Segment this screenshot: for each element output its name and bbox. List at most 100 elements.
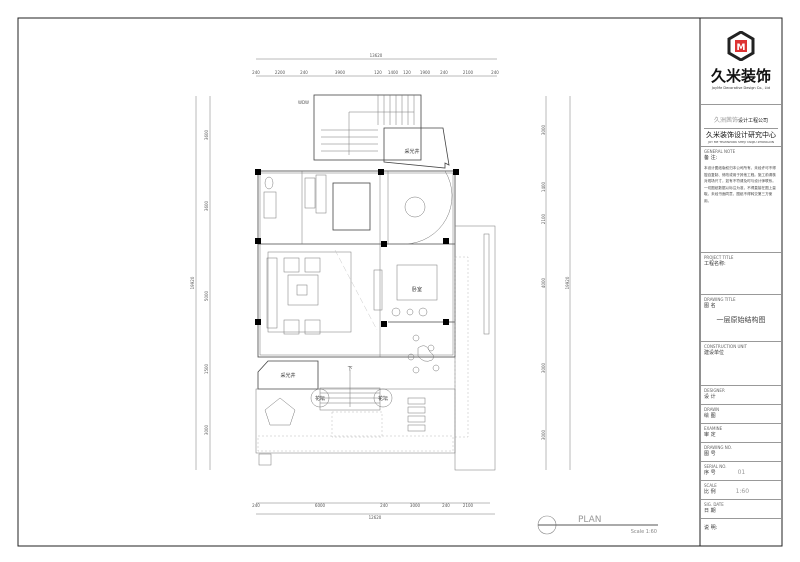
flower-bed-right xyxy=(373,388,393,408)
construction-unit-caption: CONSTRUCTION UNIT xyxy=(704,344,747,349)
general-note-label: 备 注: xyxy=(704,155,718,161)
dim-right: 3000 xyxy=(541,362,546,373)
dim-right-total: 19920 xyxy=(565,276,570,289)
svg-text:M: M xyxy=(737,43,746,53)
dim-left: 3600 xyxy=(204,200,209,211)
dim-bottom: 2100 xyxy=(463,503,474,508)
project-title: PROJECT TITLE 工程名称: xyxy=(701,253,781,295)
examine: EXAMINE 审 定 xyxy=(701,424,781,443)
room-label-bedroom: 卧室 xyxy=(412,286,422,293)
dim-bottom: 240 xyxy=(252,503,260,508)
dim-bottom: 240 xyxy=(442,503,450,508)
room-label-flower-bed: 花坛 xyxy=(315,395,325,402)
title-block: M 久米装饰 JoyMe Decorative Design Co., Ltd … xyxy=(701,19,781,545)
contact-line: JOY ME TEAMWORK SHEJI YANJIU ZHONGXIN xyxy=(707,140,775,144)
dim-bottom: 6000 xyxy=(315,503,326,508)
project-title-value: 工程名称: xyxy=(704,261,726,267)
dim-bottom-total: 12620 xyxy=(369,515,382,520)
general-note-caption: GENERAL NOTE xyxy=(704,149,736,154)
scale: SCALE 比 例 1:60 xyxy=(701,481,781,500)
dim-bottom: 240 xyxy=(380,503,388,508)
room-label-flower-bed: 花坛 xyxy=(378,395,388,402)
construction-unit-value: 建设单位 xyxy=(704,350,725,356)
dim-top: 2100 xyxy=(463,70,474,75)
scale-caption: SCALE xyxy=(704,483,717,488)
bed xyxy=(396,264,438,301)
dim-top: 240 xyxy=(491,70,499,75)
general-note: GENERAL NOTE 备 注: 本设计图纸版权归本公司所有，未经许可不得擅自… xyxy=(701,147,781,253)
toilet xyxy=(264,176,274,190)
company-names: 久洲茜饰设计工程公司 久米装饰设计研究中心 JOY ME TEAMWORK SH… xyxy=(701,104,781,147)
drawing-no: DRAWING NO. 图 号 xyxy=(701,443,781,462)
construction-unit: CONSTRUCTION UNIT 建设单位 xyxy=(701,342,781,386)
logo-subtitle: JoyMe Decorative Design Co., Ltd xyxy=(711,86,771,90)
light-well-bottom xyxy=(257,360,319,390)
dim-top: 2200 xyxy=(275,70,286,75)
dim-top: 1400 xyxy=(388,70,399,75)
tea-table xyxy=(417,345,434,362)
left-dimension: 19920 3600 3600 5000 1500 3000 xyxy=(190,96,211,470)
drawing-title: DRAWING TITLE 图 名 一层原始结构图 xyxy=(701,295,781,342)
dim-left: 3600 xyxy=(204,129,209,140)
remarks-label: 说 明: xyxy=(704,525,718,531)
dim-left: 1500 xyxy=(204,363,209,374)
project-title-caption: PROJECT TITLE xyxy=(704,255,734,260)
drawing-no-caption: DRAWING NO. xyxy=(704,445,732,450)
drawing-title-value: 一层原始结构图 xyxy=(716,316,766,324)
remarks: 说 明: xyxy=(701,519,781,533)
designer-value: 设 计 xyxy=(704,394,716,400)
examine-value: 审 定 xyxy=(704,432,716,438)
drawing-no-value: 图 号 xyxy=(704,451,716,457)
bottom-dimension: 240 6000 240 3000 240 2100 12620 xyxy=(252,502,495,520)
dim-right: 2100 xyxy=(541,213,546,224)
dim-right: 1400 xyxy=(541,181,546,192)
building-plan: WDW 采光井 卧室 xyxy=(255,94,496,471)
serial-value: 01 xyxy=(737,469,746,476)
stair-note: WDW xyxy=(298,100,309,105)
designer: DESIGNER 设 计 xyxy=(701,386,781,405)
company-brand: 久洲茜饰 xyxy=(713,117,738,124)
scale-label-cn: 比 例 xyxy=(704,489,716,495)
drawing-title-label: 图 名 xyxy=(704,303,716,309)
dim-top: 240 xyxy=(440,70,448,75)
general-note-text: 本设计图纸版权归本公司所有，未经许可不得擅自复制、修改或用于其他工程。施工前请核… xyxy=(704,166,776,203)
drawn-value: 绘 图 xyxy=(704,413,716,419)
room-label-light-well: 采光井 xyxy=(404,148,419,155)
serial-caption: SERIAL NO. xyxy=(704,464,727,469)
sig-date: SIG. DATE 日 期 xyxy=(701,500,781,519)
examine-caption: EXAMINE xyxy=(704,426,723,431)
plan-title: PLAN Scale 1:60 xyxy=(537,515,658,535)
plan-label: PLAN xyxy=(578,515,602,525)
drawn: DRAWN 绘 图 xyxy=(701,405,781,424)
dim-top-total: 13620 xyxy=(370,53,383,58)
date-label: 日 期 xyxy=(704,508,716,514)
drawing-title-caption: DRAWING TITLE xyxy=(704,297,736,302)
dim-right: 3000 xyxy=(541,429,546,440)
dim-top: 3900 xyxy=(335,70,346,75)
dim-bottom: 3000 xyxy=(410,503,421,508)
drawn-caption: DRAWN xyxy=(704,407,720,412)
scale-value: 1:60 xyxy=(735,488,750,495)
bathtub xyxy=(263,191,277,219)
dim-top: 240 xyxy=(300,70,308,75)
room-label-light-well: 采光井 xyxy=(280,372,295,379)
designer-caption: DESIGNER xyxy=(704,388,725,393)
umbrella-table xyxy=(264,397,296,426)
right-dimension: 3000 1400 2100 4000 3000 3000 19920 xyxy=(541,96,571,470)
dim-left: 5000 xyxy=(204,290,209,301)
dim-top: 1900 xyxy=(420,70,431,75)
scale-label: Scale 1:60 xyxy=(631,529,657,535)
light-well-top xyxy=(383,127,450,169)
dim-right: 3000 xyxy=(541,124,546,135)
company-line2: 久米装饰设计研究中心 xyxy=(704,128,778,140)
entry-stair xyxy=(313,94,422,161)
dim-right: 4000 xyxy=(541,277,546,288)
vanity xyxy=(304,177,316,209)
logo-icon: M xyxy=(727,30,755,62)
dim-top: 120 xyxy=(403,70,411,75)
top-dimension: 13620 240 2200 240 3900 120 1400 120 190… xyxy=(252,53,499,77)
company-line1: 设计工程公司 xyxy=(738,118,769,124)
spiral-stair xyxy=(404,170,453,245)
